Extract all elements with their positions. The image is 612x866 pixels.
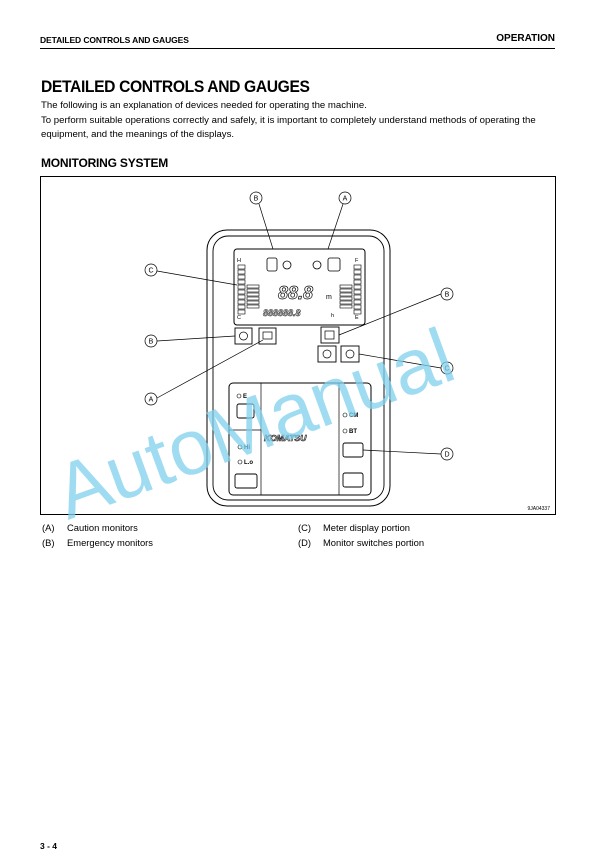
monitor-switches-panel xyxy=(228,382,372,496)
monitor-panel-drawing: H C F E 88.8 m 888888.8 h xyxy=(144,191,550,512)
callout-b-right: B xyxy=(445,292,450,299)
main-digits: 88.8 xyxy=(278,283,313,303)
legend-key: (B) xyxy=(42,537,55,548)
legend-key: (D) xyxy=(298,537,312,548)
caution-monitor-battery xyxy=(258,327,277,345)
hour-meter-unit: h xyxy=(331,313,334,319)
gauge-mark-e: E xyxy=(355,315,359,321)
meter-display-window xyxy=(233,248,366,326)
running-header-left: DETAILED CONTROLS AND GAUGES xyxy=(40,35,189,45)
emergency-monitor-right xyxy=(320,326,340,344)
legend-text: Caution monitors xyxy=(67,522,138,533)
coolant-gauge xyxy=(237,264,260,315)
figure-code: 9JA04337 xyxy=(527,506,550,512)
running-header: DETAILED CONTROLS AND GAUGES OPERATION xyxy=(40,33,555,49)
gauge-mark-f: F xyxy=(355,258,359,264)
intro-line-2: To perform suitable operations correctly… xyxy=(41,114,536,141)
switch-label-hi: Hi xyxy=(244,445,250,451)
switch-label-lo: L.o xyxy=(244,460,253,466)
legend-key: (A) xyxy=(42,522,55,533)
switch-button-3 xyxy=(342,442,364,458)
switch-label-cm: CM xyxy=(349,413,358,419)
emergency-monitor-oil xyxy=(234,327,253,345)
intro-text: The following is an explanation of devic… xyxy=(41,99,561,143)
emergency-icons-display xyxy=(266,257,341,272)
caution-monitor-left xyxy=(317,345,337,363)
page-title: DETAILED CONTROLS AND GAUGES xyxy=(41,77,310,96)
gauge-mark-h: H xyxy=(237,258,241,264)
callout-b-left: B xyxy=(149,339,154,346)
fuel-gauge xyxy=(339,264,362,315)
switch-label-bt: BT xyxy=(349,429,357,435)
section-title: MONITORING SYSTEM xyxy=(41,156,169,170)
panel-inner xyxy=(212,235,385,501)
intro-line-1: The following is an explanation of devic… xyxy=(41,100,367,111)
callout-b-top: B xyxy=(254,196,259,203)
running-header-right: OPERATION xyxy=(496,33,555,44)
legend-key: (C) xyxy=(298,522,312,533)
legend-text: Meter display portion xyxy=(323,522,411,533)
main-digits-unit: m xyxy=(326,294,332,301)
monitoring-system-figure: H C F E 88.8 m 888888.8 h xyxy=(40,176,556,515)
page-number: 3 - 4 xyxy=(40,841,58,851)
callout-leaders xyxy=(156,203,442,455)
callout-a-left: A xyxy=(149,397,154,404)
caution-monitor-right xyxy=(340,345,360,363)
brand-logo: KOMATSU xyxy=(264,433,307,443)
panel-outer xyxy=(206,229,391,507)
hour-meter-digits: 888888.8 xyxy=(263,308,301,318)
switch-label-e: E xyxy=(243,394,247,400)
callout-c-right: C xyxy=(444,366,449,373)
legend-text: Monitor switches portion xyxy=(323,537,425,548)
callout-a-top: A xyxy=(343,196,348,203)
gauge-mark-c: C xyxy=(237,315,241,321)
callout-c-left: C xyxy=(148,268,153,275)
switch-button-1 xyxy=(236,403,255,419)
legend-text: Emergency monitors xyxy=(67,537,153,548)
switch-button-4 xyxy=(342,472,364,488)
callout-d-right: D xyxy=(444,452,449,459)
switch-button-2 xyxy=(234,473,258,489)
